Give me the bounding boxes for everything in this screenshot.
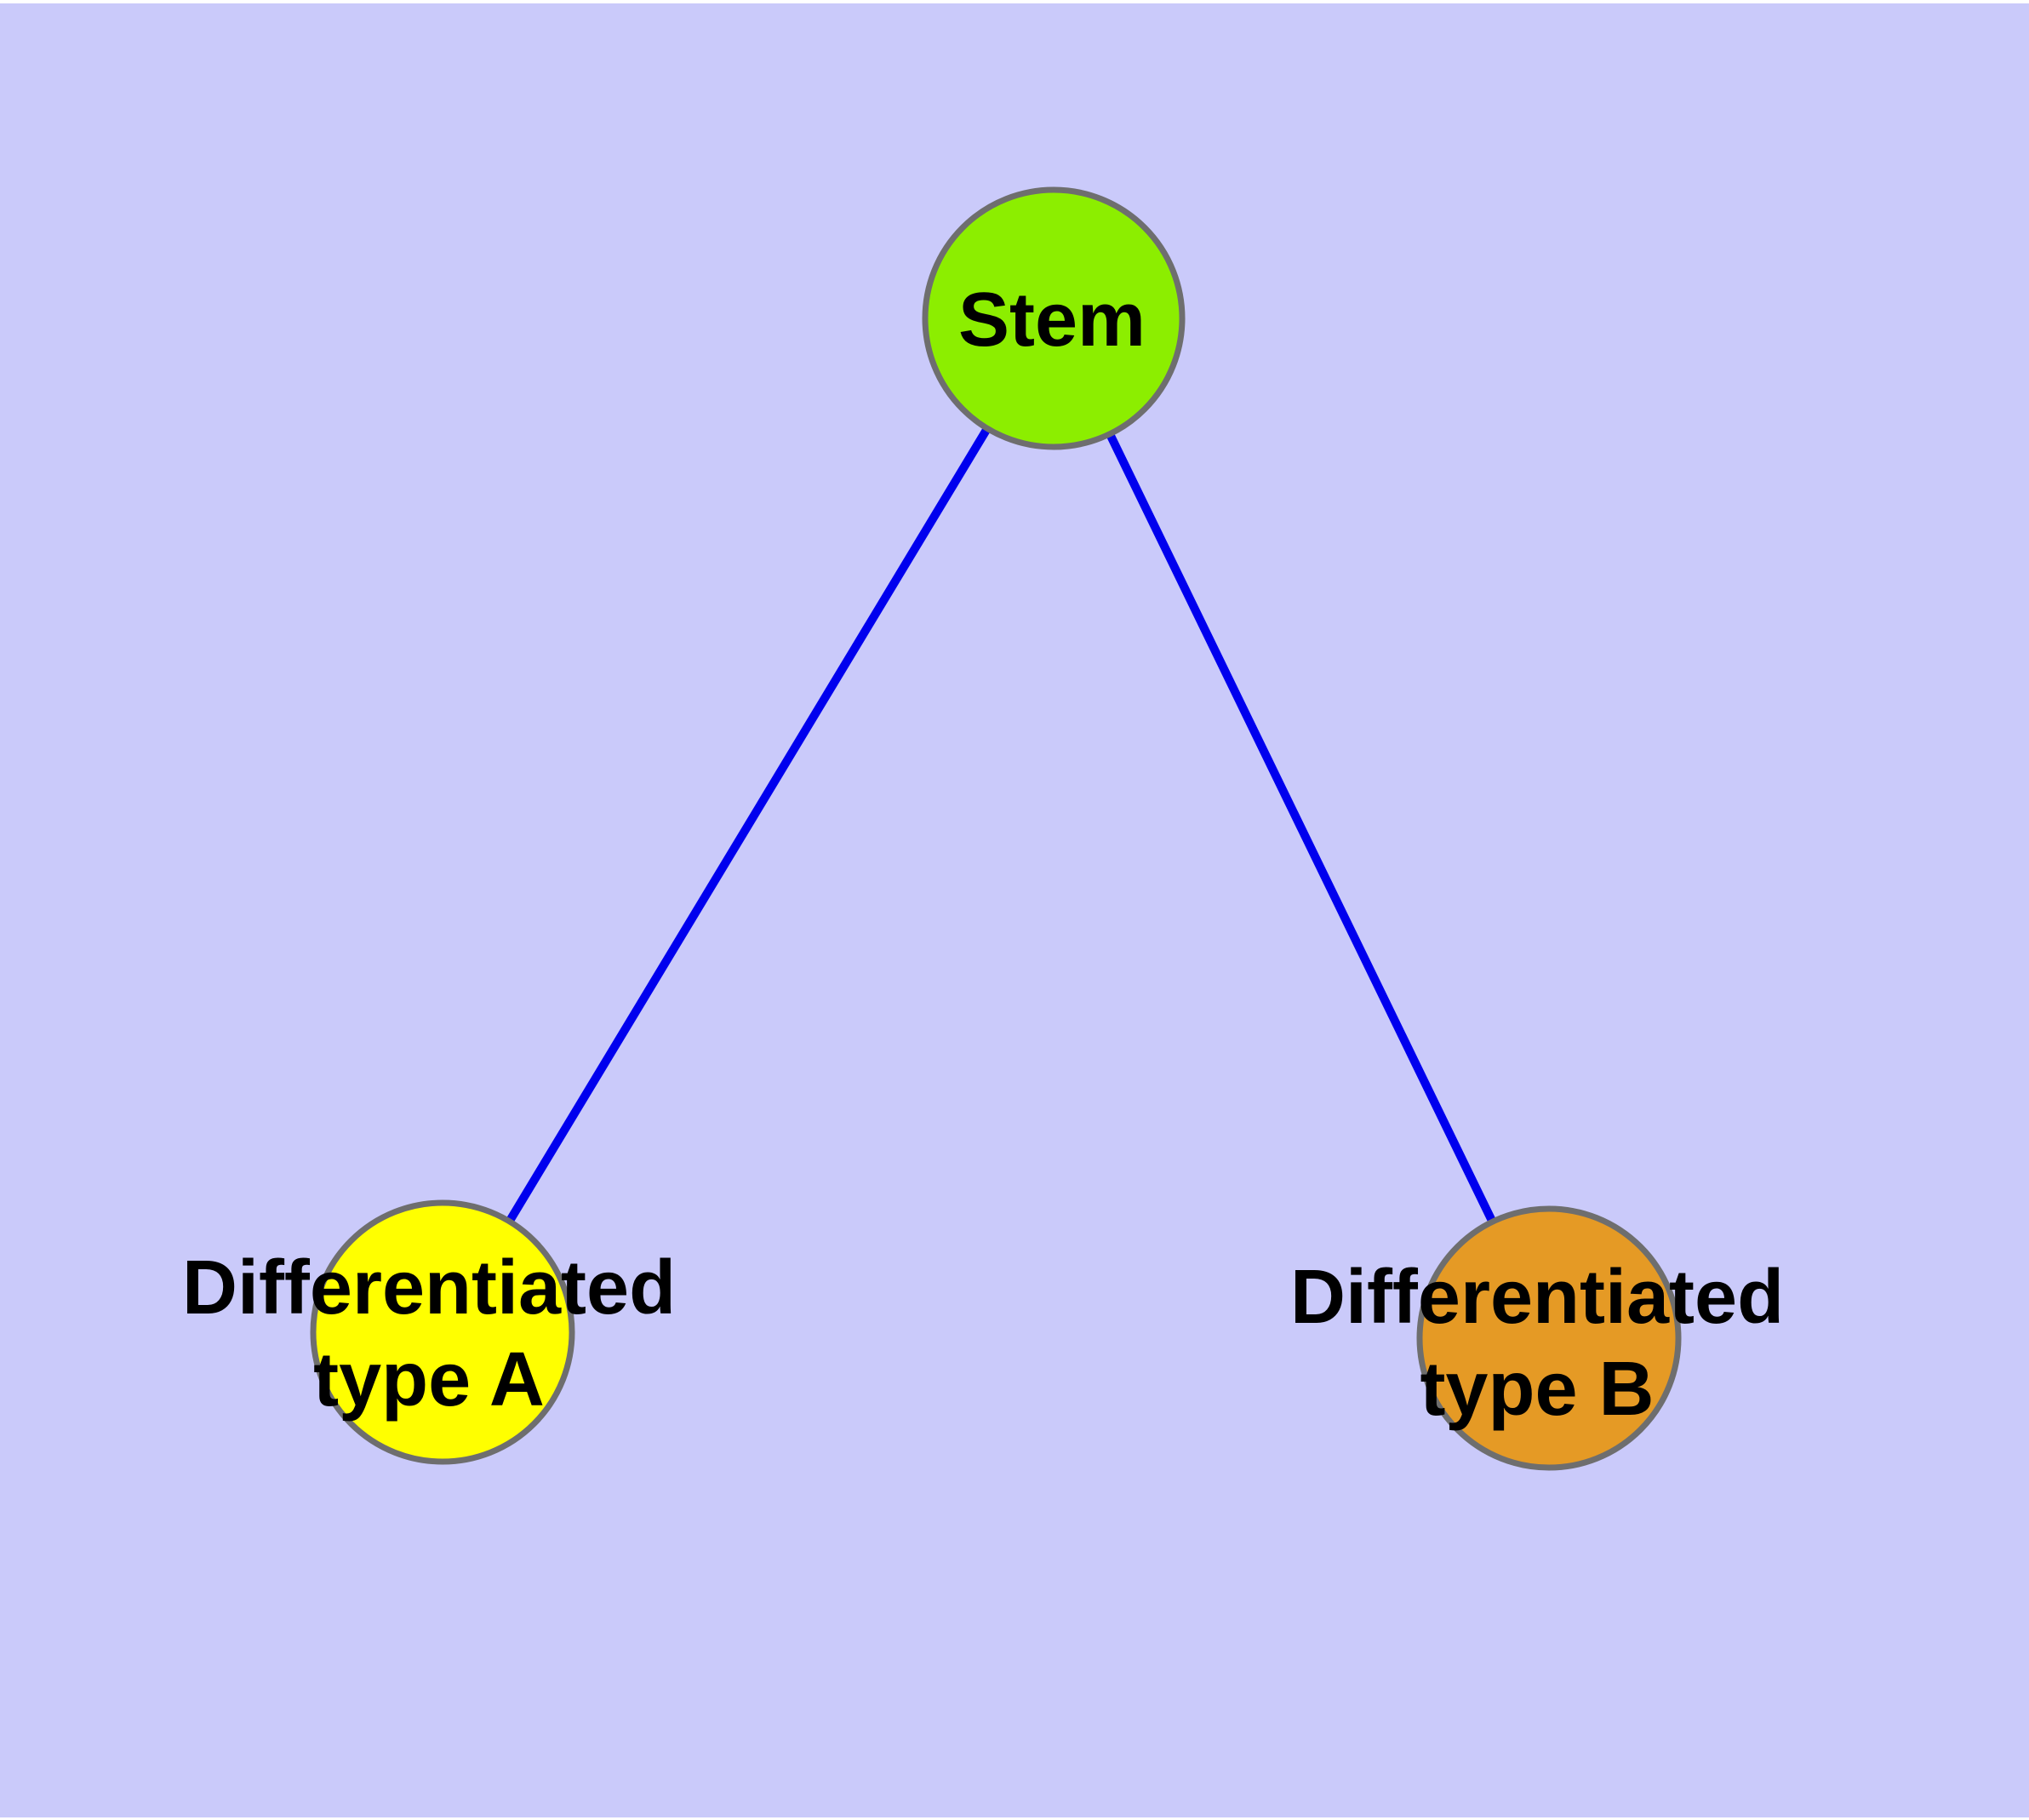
edge-stem-to-type-a: [438, 316, 1058, 1335]
node-type-a-label-line-1: Differentiated: [181, 1245, 677, 1331]
node-differentiated-type-a-label: Differentiated type A: [182, 1242, 676, 1426]
node-differentiated-type-a: [310, 1199, 575, 1465]
edge-stem-to-type-b: [1049, 316, 1553, 1341]
node-type-b-label-line-2: type B: [1420, 1347, 1655, 1432]
node-differentiated-type-b: [1416, 1205, 1682, 1471]
node-stem-label-line-1: Stem: [957, 278, 1146, 363]
node-type-b-label-line-1: Differentiated: [1289, 1255, 1785, 1340]
node-stem: [922, 186, 1186, 450]
node-differentiated-type-b-label: Differentiated type B: [1290, 1251, 1784, 1435]
node-type-a-label-line-2: type A: [313, 1337, 545, 1422]
node-stem-label: Stem: [958, 274, 1146, 366]
